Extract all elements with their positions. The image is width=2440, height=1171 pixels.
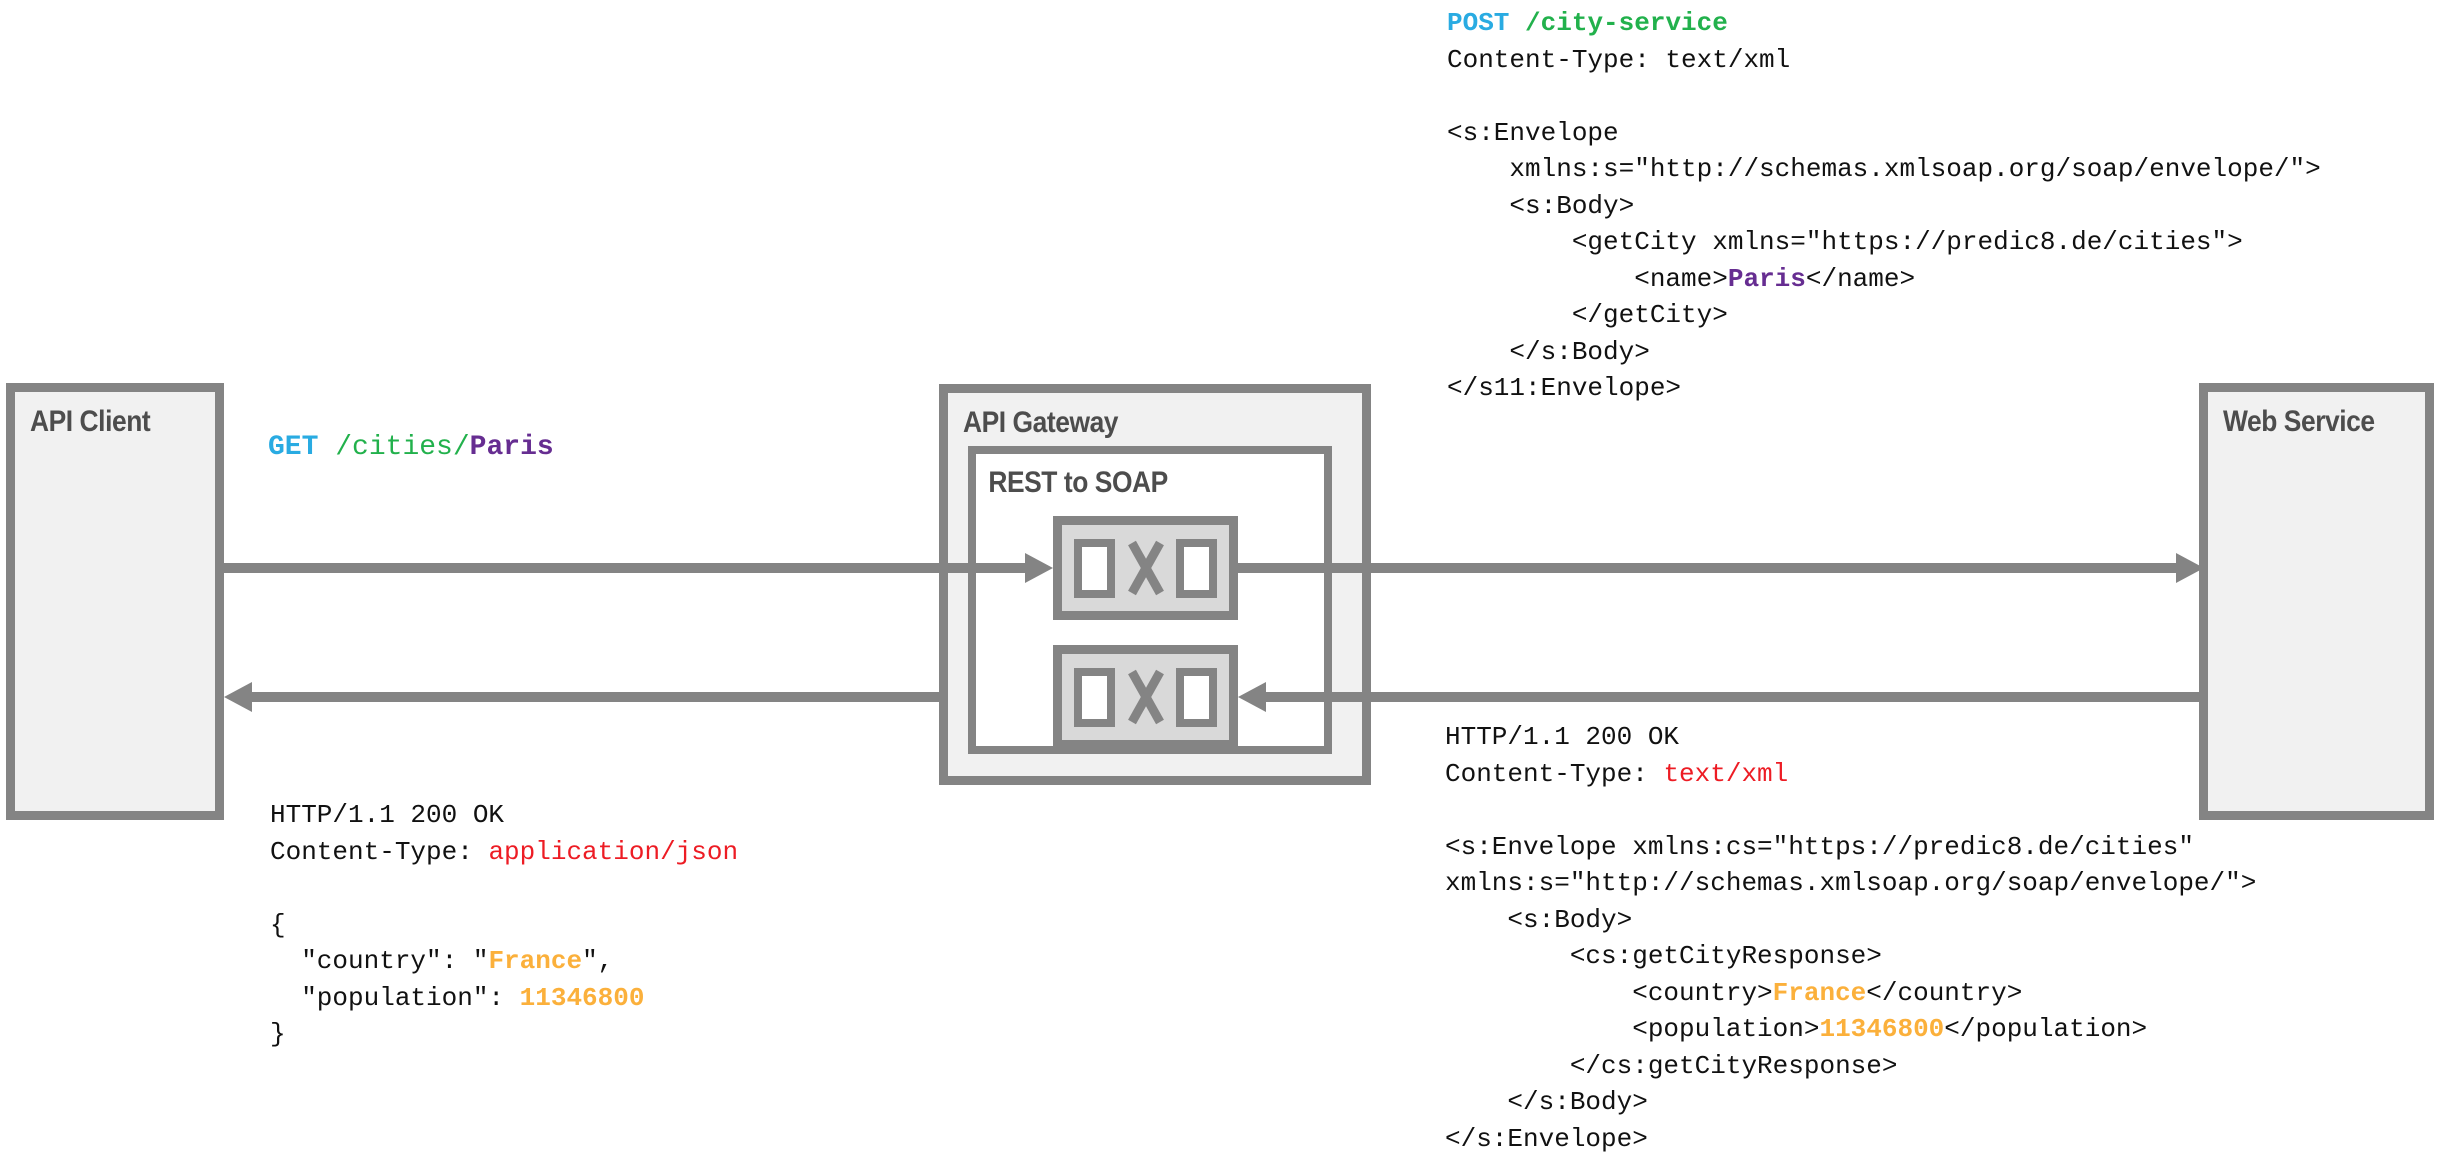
code-line: <s:Body> bbox=[1445, 904, 1633, 935]
code-line bbox=[270, 870, 738, 907]
code-line: POST /city-service bbox=[1447, 8, 1728, 38]
input-message-icon bbox=[1074, 667, 1116, 727]
code-line: xmlns:s="http://schemas.xmlsoap.org/soap… bbox=[1445, 868, 2257, 898]
code-line: <name>Paris</name> bbox=[1447, 263, 1916, 294]
rest-request-code: GET /cities/Paris bbox=[268, 430, 554, 467]
code-line bbox=[1445, 792, 2256, 829]
code-line: <s:Envelope xmlns:cs="https://predic8.de… bbox=[1445, 831, 2194, 862]
output-message-icon bbox=[1175, 538, 1217, 598]
soap-response-code: HTTP/1.1 200 OK Content-Type: text/xml <s… bbox=[1445, 719, 2256, 1157]
api-client-label: API Client bbox=[29, 405, 151, 438]
code-line: </s11:Envelope> bbox=[1447, 373, 1682, 403]
response-arrowhead-into-client bbox=[224, 682, 252, 712]
request-arrowhead-into-web-service bbox=[2176, 553, 2204, 583]
rest-to-soap-label: REST to SOAP bbox=[988, 466, 1168, 499]
request-arrowhead-into-gateway bbox=[1025, 553, 1053, 583]
code-line: </cs:getCityResponse> bbox=[1445, 1050, 1898, 1081]
code-line: Content-Type: application/json bbox=[270, 836, 739, 867]
code-line: <getCity xmlns="https://predic8.de/citie… bbox=[1447, 227, 2243, 257]
code-line: HTTP/1.1 200 OK bbox=[1445, 722, 1680, 752]
code-line: Content-Type: text/xml bbox=[1445, 758, 1789, 789]
code-line: <s:Envelope bbox=[1447, 117, 1619, 148]
code-line: <country>France</country> bbox=[1445, 977, 2023, 1008]
code-line: } bbox=[270, 1019, 286, 1049]
code-line: HTTP/1.1 200 OK bbox=[270, 800, 505, 830]
response-arrow-left-line bbox=[250, 692, 948, 702]
code-line: "country": "France", bbox=[270, 946, 614, 976]
api-client-box: API Client bbox=[6, 383, 224, 820]
transform-x-icon bbox=[1127, 540, 1164, 596]
code-line: </getCity> bbox=[1447, 300, 1728, 330]
request-arrow-left-line bbox=[224, 563, 1027, 573]
code-line: { bbox=[270, 909, 286, 940]
code-line: <population>11346800</population> bbox=[1445, 1014, 2148, 1044]
code-line: xmlns:s="http://schemas.xmlsoap.org/soap… bbox=[1447, 154, 2321, 184]
response-arrow-right-line bbox=[1264, 692, 2204, 702]
transform-x-icon bbox=[1127, 669, 1164, 725]
code-line: </s:Envelope> bbox=[1445, 1123, 1648, 1154]
code-line: <s:Body> bbox=[1447, 190, 1635, 221]
response-arrowhead-into-gateway bbox=[1238, 682, 1266, 712]
request-transformer-icon bbox=[1053, 516, 1238, 620]
code-line: "population": 11346800 bbox=[270, 982, 645, 1013]
web-service-box: Web Service bbox=[2199, 383, 2434, 820]
code-line: Content-Type: text/xml bbox=[1447, 44, 1791, 75]
request-arrow-right-line bbox=[1238, 563, 2178, 573]
web-service-label: Web Service bbox=[2222, 405, 2375, 438]
response-transformer-icon bbox=[1053, 645, 1238, 749]
code-line: <cs:getCityResponse> bbox=[1445, 941, 1882, 971]
output-message-icon bbox=[1175, 667, 1217, 727]
code-line: </s:Body> bbox=[1447, 336, 1650, 367]
code-line: </s:Body> bbox=[1445, 1087, 1648, 1117]
api-gateway-label: API Gateway bbox=[962, 406, 1119, 439]
input-message-icon bbox=[1074, 538, 1116, 598]
code-line: GET /cities/Paris bbox=[268, 432, 554, 463]
json-response-code: HTTP/1.1 200 OK Content-Type: application… bbox=[270, 797, 738, 1053]
code-line bbox=[1447, 78, 2321, 115]
